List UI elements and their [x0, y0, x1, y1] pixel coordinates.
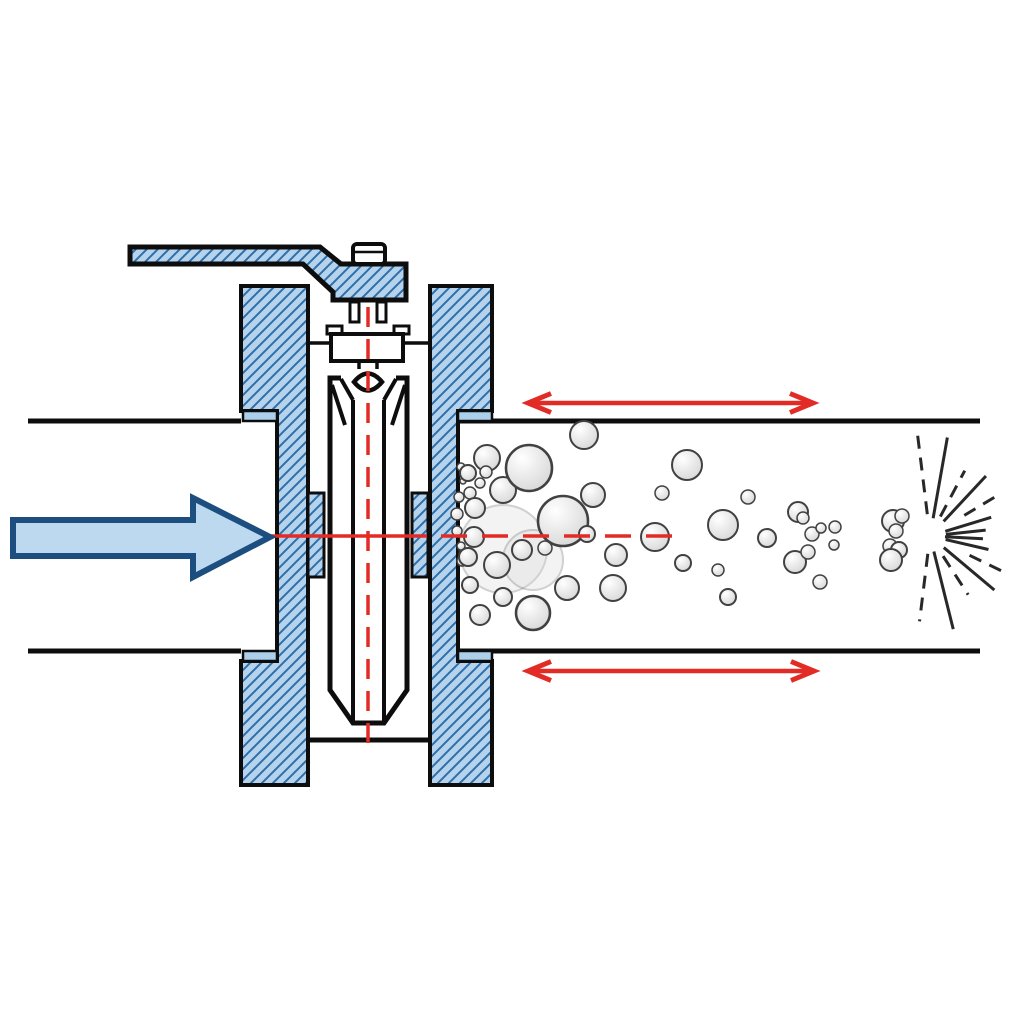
cavitation-bubble	[804, 526, 820, 542]
cavitation-bubble	[671, 449, 703, 481]
flow-direction-arrow	[10, 493, 277, 582]
pipe-socket-notch-bottom-right	[456, 649, 494, 663]
cavitation-zone-arrows	[521, 391, 821, 683]
collapse-ray	[939, 469, 967, 518]
cavitation-bubble	[828, 520, 842, 534]
cavitation-zone-extent-arrow	[521, 391, 820, 415]
cavitation-bubble	[536, 494, 590, 548]
cavitation-bubble	[599, 574, 627, 602]
collapse-ray	[945, 538, 989, 551]
stem-upper-right	[375, 300, 388, 324]
cavitation-bubble	[569, 420, 599, 450]
cavitation-bubble	[812, 574, 828, 590]
stem-nut	[351, 242, 387, 266]
centerlines	[270, 307, 683, 744]
collapse-ray	[944, 535, 984, 541]
cavitation-bubble	[504, 443, 554, 493]
cavitation-bubble	[800, 544, 816, 560]
collapse-ray	[931, 437, 949, 519]
cavitation-bubble	[493, 587, 513, 607]
cavitation-bubble	[757, 528, 777, 548]
cavitation-bubble	[711, 563, 725, 577]
cavitation-bubble	[458, 547, 478, 567]
cavitation-bubble	[514, 594, 552, 632]
pipe-socket-notch-bottom-left	[241, 649, 279, 663]
collapse-ray	[942, 475, 988, 523]
cavitation-bubble	[740, 489, 756, 505]
cavitation-bubble	[554, 575, 580, 601]
flow-direction-arrow-group	[10, 493, 277, 582]
cavitation-bubble	[815, 522, 827, 534]
bubble-collapse-starburst	[915, 433, 1003, 630]
cavitation-bubble	[479, 465, 493, 479]
gate-inner-channel	[351, 400, 386, 723]
cavitation-bubble	[796, 511, 810, 525]
cavitation-bubble	[783, 550, 807, 574]
cavitation-bubble	[474, 477, 486, 489]
gate-funnel-guides	[330, 378, 407, 426]
cavitation-bubble	[879, 548, 903, 572]
cavitation-zone-extent-arrow	[521, 659, 821, 683]
collapse-ray	[945, 528, 986, 536]
cavitation-bubble	[461, 576, 479, 594]
cavitation-bubble	[828, 539, 840, 551]
cavitation-bubble	[537, 540, 553, 556]
cavitation-bubble	[469, 604, 491, 626]
cavitation-bubble	[578, 525, 596, 543]
collapse-ray	[944, 515, 992, 533]
collapse-ray	[942, 546, 996, 592]
cavitation-bubble	[459, 464, 477, 482]
pipe-socket-notch-top-left	[241, 409, 279, 423]
pipe-socket-notch-top-right	[456, 409, 494, 423]
collapse-ray	[968, 553, 1003, 573]
collapse-ray	[963, 494, 998, 517]
collapse-ray	[932, 551, 955, 630]
cavitation-bubble	[604, 543, 628, 567]
cavitation-bubbles	[450, 420, 910, 632]
cavitation-bubble	[707, 509, 739, 541]
cavitation-bubble	[888, 523, 904, 539]
stem-upper-left	[348, 300, 361, 324]
collapse-ray	[918, 553, 930, 622]
cavitation-bubble	[719, 588, 737, 606]
cavitation-bubble	[489, 476, 517, 504]
cavitation-bubble	[654, 485, 670, 501]
cavitation-bubble	[894, 508, 910, 524]
cavitation-bubble	[483, 551, 511, 579]
cavitation-bubble	[453, 491, 465, 503]
cavitation-bubble	[580, 482, 606, 508]
pipe-walls	[28, 418, 980, 654]
collapse-ray	[915, 433, 929, 515]
valve-assembly	[127, 242, 494, 787]
cavitation-bubble	[674, 554, 692, 572]
cavitation-bubble	[464, 497, 486, 519]
collapse-ray	[941, 555, 970, 596]
cavitation-bubble	[511, 539, 533, 561]
valve-handle	[127, 244, 409, 303]
cavitation-bubble	[450, 507, 464, 521]
